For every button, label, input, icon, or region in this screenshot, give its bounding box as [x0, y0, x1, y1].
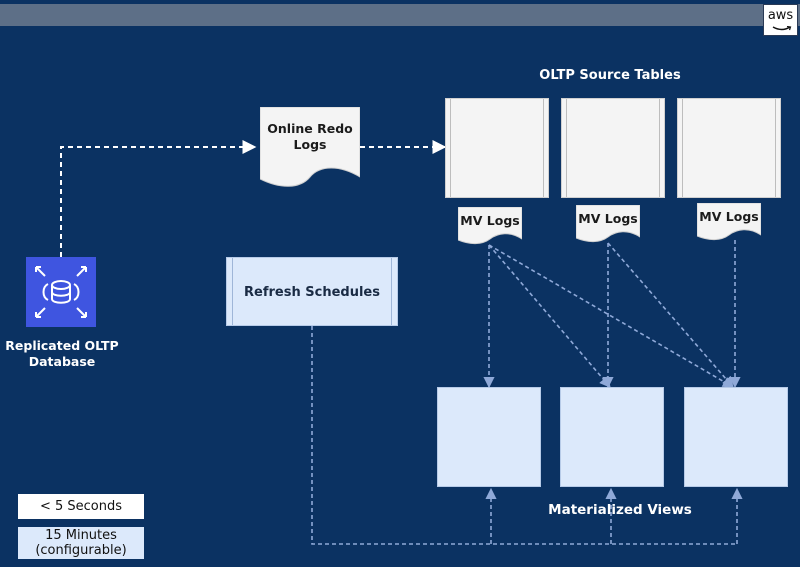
- aws-logo-text: aws: [767, 8, 794, 23]
- aws-logo: aws: [763, 4, 798, 36]
- mv-log-label: MV Logs: [699, 209, 759, 224]
- materialized-views-title: Materialized Views: [548, 502, 692, 518]
- aws-smile-icon: [772, 26, 792, 31]
- mvlog2-to-mv3-arrow: [607, 242, 734, 388]
- refresh-schedules-box: Refresh Schedules: [226, 257, 398, 326]
- source-table-1: [445, 98, 549, 198]
- source-tables-title: OLTP Source Tables: [539, 68, 681, 83]
- refresh-schedule-line: [311, 326, 737, 545]
- online-redo-logs-label: Online Redo Logs: [267, 121, 353, 152]
- mv-log-label: MV Logs: [460, 213, 520, 228]
- source-table-3: [677, 98, 781, 198]
- replication-arrow: [60, 140, 257, 257]
- legend-slow: 15 Minutes (configurable): [18, 527, 144, 559]
- materialized-view-1: [437, 387, 541, 487]
- source-table-2: [561, 98, 665, 198]
- materialized-view-2: [560, 387, 664, 487]
- document-icon: [576, 205, 640, 243]
- legend-fast: < 5 Seconds: [18, 494, 144, 519]
- mv-log-label: MV Logs: [578, 211, 638, 226]
- database-icon: [35, 266, 87, 318]
- document-icon: [458, 207, 522, 245]
- mvlog1-to-mv3-arrow: [488, 244, 734, 388]
- mvlog1-to-mv2-arrow: [488, 244, 611, 388]
- refresh-schedules-label: Refresh Schedules: [244, 285, 380, 300]
- document-icon: [697, 203, 761, 241]
- replicated-database-icon: [26, 257, 96, 327]
- document-icon: [260, 107, 360, 187]
- top-bar: [0, 4, 800, 26]
- materialized-view-3: [684, 387, 788, 487]
- replicated-db-label: Replicated OLTP Database: [5, 338, 119, 369]
